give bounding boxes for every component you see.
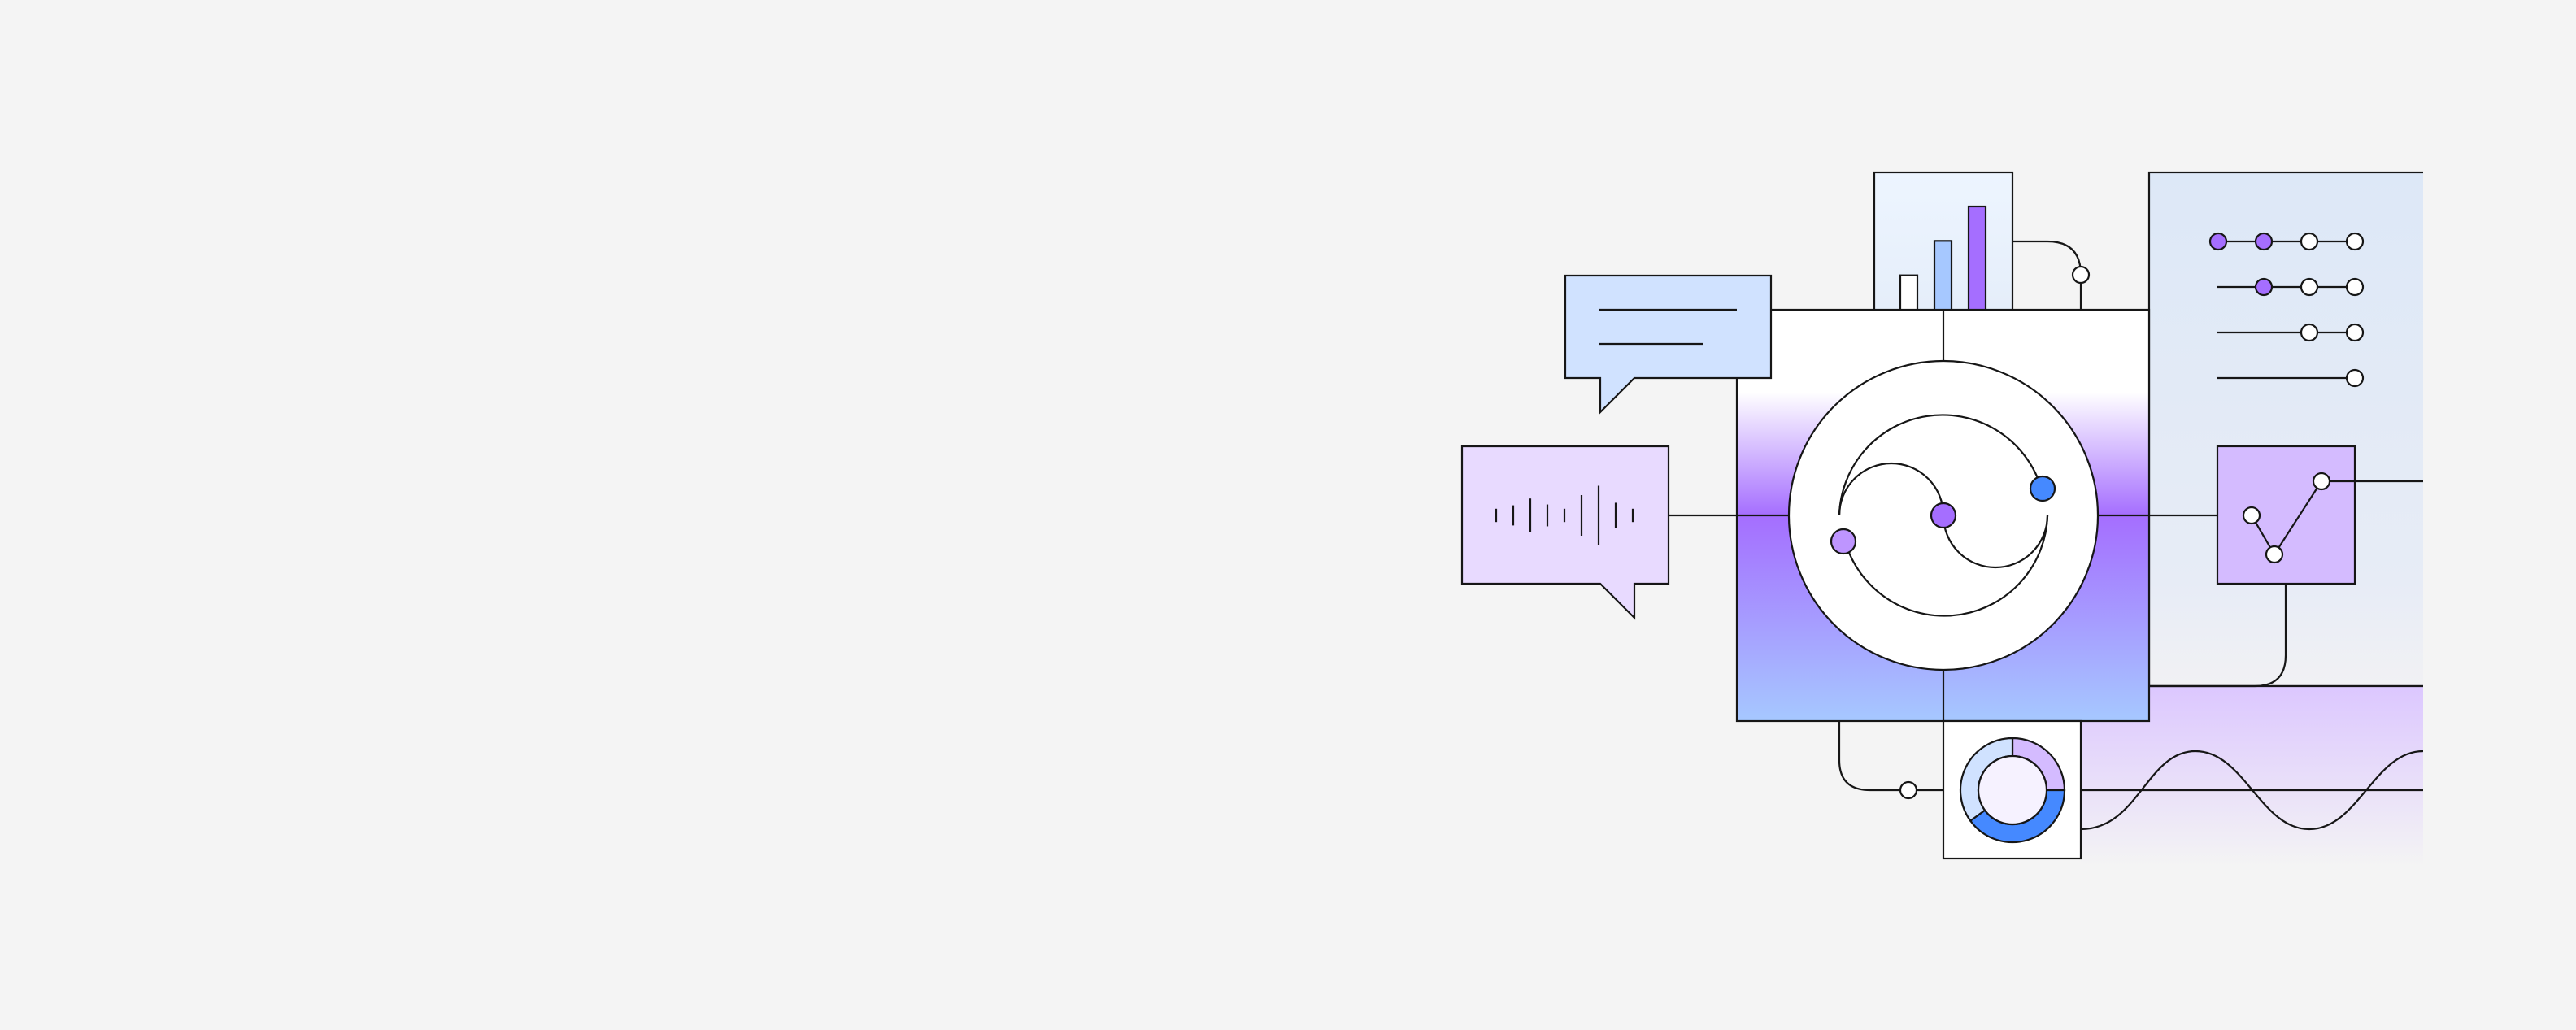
bar-3 [1967, 205, 1987, 311]
donut-chart-icon [1959, 737, 2066, 844]
audio-levels [1495, 485, 1634, 545]
slider-node-2-3 [2345, 277, 2365, 297]
line-chart-point-3 [2312, 472, 2331, 491]
slider-node-3-1 [2300, 323, 2319, 342]
slider-node-2-1 [2254, 277, 2274, 297]
line-chart-point-1 [2242, 506, 2261, 525]
bar-2 [1933, 240, 1953, 311]
slider-node-3-2 [2345, 323, 2365, 342]
connector-node-top-right [2071, 265, 2091, 285]
hub-node-right [2029, 475, 2056, 502]
connector-node-bottom-left [1899, 780, 1918, 800]
connector-bottom-left [1838, 721, 1943, 792]
sine-wave-icon [2080, 750, 2423, 831]
slider-node-4-1 [2345, 368, 2365, 388]
connector-line-chart-down [2149, 584, 2287, 688]
audio-waveform-icon [1460, 445, 1670, 620]
line-chart-panel [2216, 445, 2356, 585]
line-chart-point-2 [2265, 545, 2284, 564]
settings-panel [2147, 171, 2423, 688]
hub-node-left [1830, 528, 1857, 555]
slider-node-1-1 [2208, 232, 2228, 251]
swirl-hub-icon [1830, 414, 2056, 617]
donut-hole [1977, 754, 2048, 826]
slider-node-2-2 [2300, 277, 2319, 297]
connector-top-right [2012, 240, 2082, 310]
slider-node-1-4 [2345, 232, 2365, 251]
slider-node-1-3 [2300, 232, 2319, 251]
bar-chart-icon [1899, 205, 1987, 311]
slider-node-1-2 [2254, 232, 2274, 251]
slider-settings-icon [2208, 232, 2365, 388]
hub-node-center [1930, 502, 1957, 529]
bar-1 [1899, 274, 1919, 311]
